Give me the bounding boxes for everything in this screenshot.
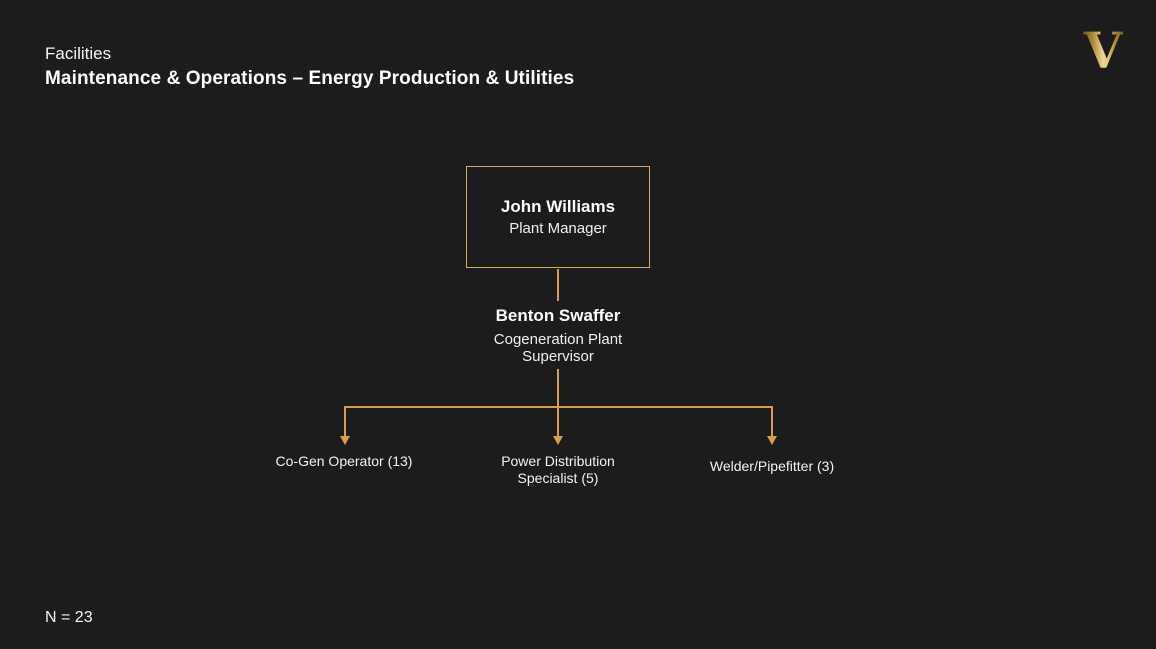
- v-logo-letter: V: [1083, 28, 1124, 74]
- connector-root-to-supervisor: [557, 269, 559, 301]
- leaf-label-line: Specialist (5): [517, 470, 599, 486]
- branch-horizontal-line: [344, 406, 773, 408]
- person-role: Plant Manager: [509, 220, 607, 237]
- branch-drop-line: [557, 406, 559, 437]
- leaf-label-line: Power Distribution: [501, 453, 615, 469]
- arrow-down-icon: [340, 436, 350, 445]
- leaf-label-line: Co-Gen Operator (13): [275, 453, 413, 469]
- org-leaf-welder-pipefitter: Welder/Pipefitter (3): [652, 458, 892, 475]
- header-eyebrow: Facilities: [45, 44, 112, 63]
- person-role-line: Supervisor: [522, 348, 594, 365]
- branch-drop-line: [771, 406, 773, 437]
- leaf-label-line: Welder/Pipefitter (3): [709, 458, 835, 474]
- org-node-plant-manager: John Williams Plant Manager: [466, 166, 650, 268]
- person-name: John Williams: [500, 197, 616, 216]
- arrow-down-icon: [767, 436, 777, 445]
- connector-supervisor-to-branch: [557, 369, 559, 407]
- org-leaf-power-distribution-specialist: Power Distribution Specialist (5): [438, 453, 678, 487]
- person-role-line: Cogeneration Plant: [493, 331, 623, 348]
- headcount-label: N = 23: [45, 609, 93, 626]
- org-node-supervisor: Benton Swaffer Cogeneration Plant Superv…: [447, 306, 669, 365]
- org-leaf-cogen-operator: Co-Gen Operator (13): [224, 453, 464, 470]
- gold-v-logo-graphic: V: [1083, 21, 1124, 80]
- arrow-down-icon: [553, 436, 563, 445]
- gold-v-logo: V: [1079, 21, 1127, 80]
- person-name: Benton Swaffer: [495, 306, 621, 325]
- page-title: Maintenance & Operations – Energy Produc…: [45, 68, 575, 89]
- branch-drop-line: [344, 406, 346, 437]
